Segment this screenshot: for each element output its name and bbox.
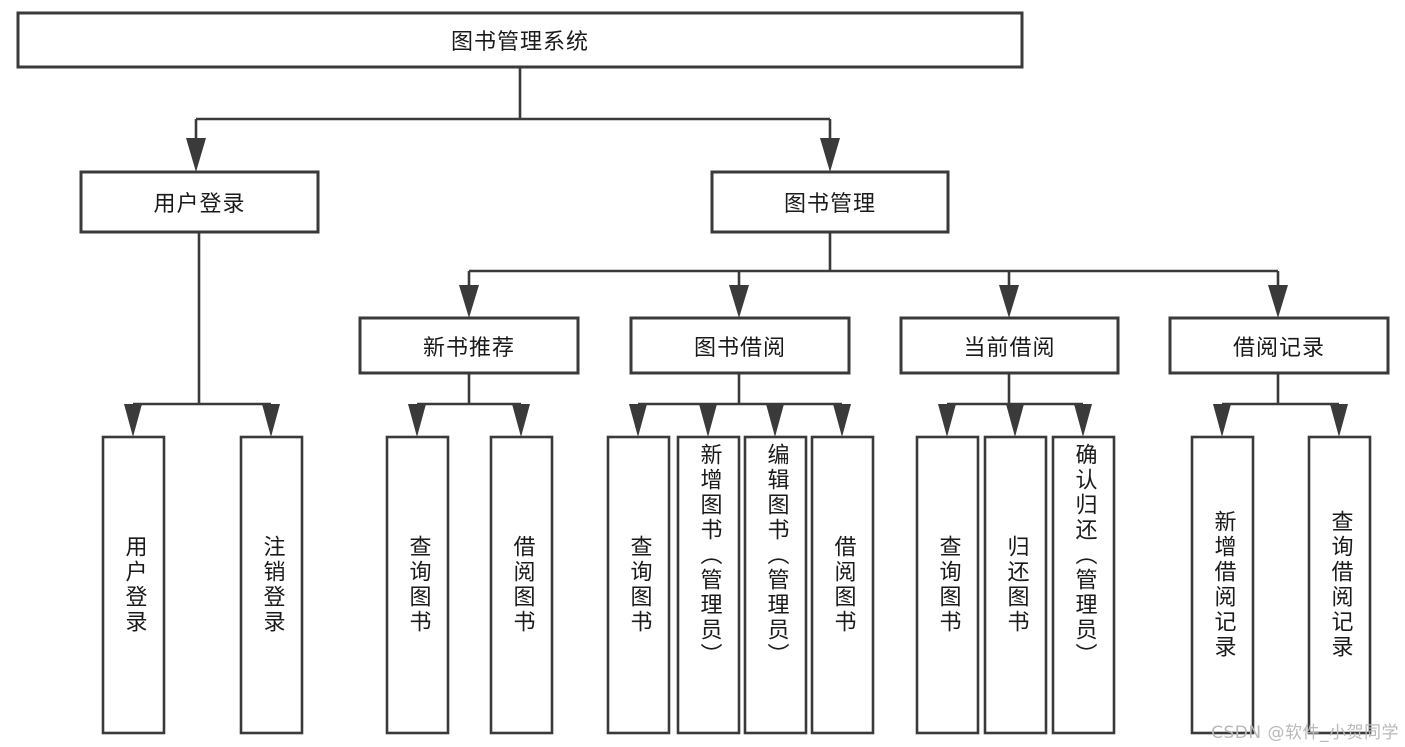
node-new-book-recommend[interactable]	[358, 316, 580, 375]
node-borrow-record[interactable]	[1168, 316, 1390, 375]
leaf-box-nb-borrow-book[interactable]	[489, 435, 554, 735]
arrowhead-leaf-user-login	[124, 404, 142, 437]
arrowhead-book-borrow	[729, 285, 749, 318]
arrowhead-leaf-bb-3	[766, 404, 784, 437]
arrowhead-leaf-logout	[262, 404, 280, 437]
arrowhead-leaf-br-2	[1330, 404, 1348, 437]
leaf-box-bb-query-book[interactable]	[606, 435, 671, 735]
arrowhead-leaf-cb-3	[1074, 404, 1092, 437]
arrowhead-leaf-cb-2	[1006, 404, 1024, 437]
leaf-box-bb-edit-book[interactable]	[743, 435, 808, 735]
arrowhead-borrow-record	[1268, 285, 1288, 318]
leaf-box-bb-borrow-book[interactable]	[810, 435, 875, 735]
leaf-box-cb-confirm-return[interactable]	[1051, 435, 1116, 735]
node-book-management[interactable]	[710, 170, 950, 234]
arrowhead-book-mgmt	[820, 138, 840, 172]
leaf-box-user-login[interactable]	[101, 435, 166, 735]
arrowhead-leaf-bb-4	[833, 404, 851, 437]
arrowhead-leaf-br-1	[1213, 404, 1231, 437]
arrowhead-new-book	[459, 285, 479, 318]
leaf-box-nb-query-book[interactable]	[385, 435, 450, 735]
leaf-box-cb-query-book[interactable]	[915, 435, 980, 735]
node-user-login[interactable]	[79, 170, 320, 234]
leaf-box-br-query-record[interactable]	[1307, 435, 1372, 735]
node-book-borrow[interactable]	[629, 316, 851, 375]
arrowhead-current-borrow	[999, 285, 1019, 318]
node-root-system[interactable]	[16, 11, 1024, 69]
leaf-box-br-add-record[interactable]	[1190, 435, 1255, 735]
arrowhead-leaf-nb-1	[408, 404, 426, 437]
arrowhead-leaf-bb-2	[699, 404, 717, 437]
arrowhead-user-login	[186, 138, 206, 172]
arrowhead-leaf-bb-1	[629, 404, 647, 437]
arrowhead-leaf-cb-1	[938, 404, 956, 437]
leaf-box-logout[interactable]	[239, 435, 304, 735]
leaf-box-cb-return-book[interactable]	[983, 435, 1048, 735]
node-current-borrow[interactable]	[899, 316, 1120, 375]
arrowhead-leaf-nb-2	[512, 404, 530, 437]
leaf-box-bb-add-book[interactable]	[676, 435, 741, 735]
